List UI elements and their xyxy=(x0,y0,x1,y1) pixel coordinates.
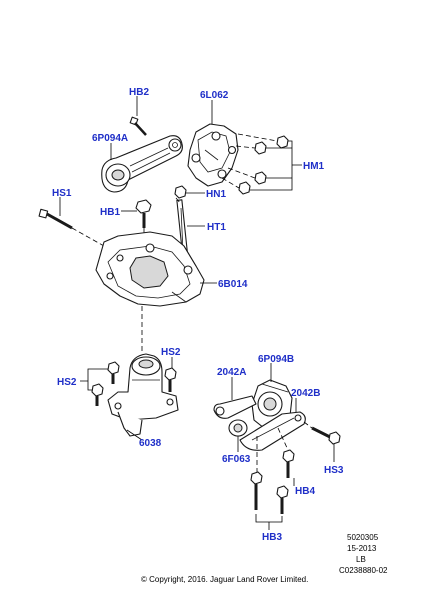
hs2-bolts-left[interactable] xyxy=(91,361,120,406)
copyright-notice: © Copyright, 2016. Jaguar Land Rover Lim… xyxy=(141,575,308,584)
hm1-leader xyxy=(250,140,302,191)
hb3-leader xyxy=(255,514,283,530)
6p094a-label[interactable]: 6P094A xyxy=(92,133,128,144)
hs1-bolt[interactable] xyxy=(38,208,73,230)
2042a-label[interactable]: 2042A xyxy=(217,367,246,378)
hs2-right-label[interactable]: HS2 xyxy=(161,347,181,358)
hm1-dash-2 xyxy=(235,145,256,149)
illustration-id: C0238880-02 xyxy=(339,566,388,575)
bushing-6f063[interactable] xyxy=(228,419,248,437)
hs1-dash xyxy=(71,227,105,247)
hn1-dash xyxy=(175,197,182,205)
torque-rod-6p094a[interactable] xyxy=(101,135,183,193)
hb2-label[interactable]: HB2 xyxy=(129,87,149,98)
hs2-left-label[interactable]: HS2 xyxy=(57,377,77,388)
hn1-label[interactable]: HN1 xyxy=(206,189,226,200)
bracket-6l062[interactable] xyxy=(187,123,239,187)
hb4-dash xyxy=(277,427,289,451)
6f063-label[interactable]: 6F063 xyxy=(222,454,251,465)
hm1-dash-4 xyxy=(221,177,240,189)
arm-2042b[interactable] xyxy=(239,411,306,451)
hm1-nuts[interactable] xyxy=(238,135,289,195)
arm-2042a[interactable] xyxy=(213,395,257,419)
2042b-label[interactable]: 2042B xyxy=(291,388,320,399)
hm1-label[interactable]: HM1 xyxy=(303,161,325,172)
hs3-label[interactable]: HS3 xyxy=(324,465,344,476)
hb3-bolts[interactable] xyxy=(250,471,289,514)
hb4-bolt[interactable] xyxy=(282,449,295,478)
hb1-bolt[interactable] xyxy=(135,199,152,228)
reference-number: 5020305 xyxy=(347,533,379,542)
engine-mount-6038[interactable] xyxy=(107,353,179,437)
hs1-label[interactable]: HS1 xyxy=(52,188,72,199)
hb4-label[interactable]: HB4 xyxy=(295,486,315,497)
ht1-label[interactable]: HT1 xyxy=(207,222,226,233)
hm1-dash-1 xyxy=(237,133,278,142)
hs3-bolt[interactable] xyxy=(311,426,341,445)
market-code: LB xyxy=(356,555,366,564)
mount-bracket-6b014[interactable] xyxy=(95,231,205,307)
hb1-label[interactable]: HB1 xyxy=(100,207,120,218)
hs3-dash xyxy=(303,421,313,429)
6p094b-label[interactable]: 6P094B xyxy=(258,354,294,365)
6b014-label[interactable]: 6B014 xyxy=(218,279,248,290)
hb2-bolt[interactable] xyxy=(129,116,147,136)
6038-label[interactable]: 6038 xyxy=(139,438,162,449)
date-code: 15-2013 xyxy=(347,544,377,553)
6l062-label[interactable]: 6L062 xyxy=(200,90,229,101)
6038-leader xyxy=(126,429,143,441)
hn1-nut[interactable] xyxy=(174,185,187,199)
hs2-left-leader xyxy=(80,368,108,391)
hm1-dash-3 xyxy=(227,167,256,179)
hs2-bolt-right[interactable] xyxy=(164,367,177,392)
hb3-label[interactable]: HB3 xyxy=(262,532,282,543)
